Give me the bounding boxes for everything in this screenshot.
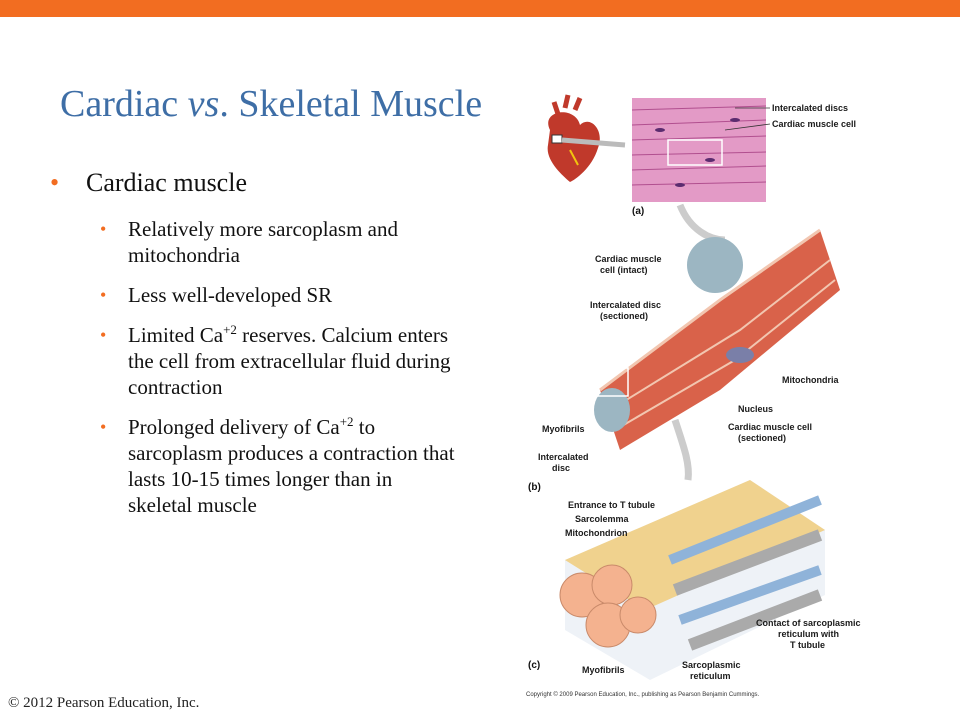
label-cardiac-muscle-cell: Cardiac muscle cell (772, 119, 856, 129)
micrograph-panel-a (631, 98, 771, 202)
label-entrance-t-tubule: Entrance to T tubule (568, 500, 655, 510)
label-cardiac-sect-2: (sectioned) (738, 433, 786, 443)
label-nucleus: Nucleus (738, 404, 773, 414)
bullet-list: •Cardiac muscle •Relatively more sarcopl… (50, 168, 460, 532)
label-contact-sr-1: Contact of sarcoplasmic (756, 618, 861, 628)
top-accent-bar (0, 0, 960, 17)
label-sarcoplasmic-2: reticulum (690, 671, 731, 681)
sub-bullet-sarcoplasm: •Relatively more sarcoplasm and mitochon… (100, 217, 398, 267)
label-myofibrils-b: Myofibrils (542, 424, 585, 434)
label-intercalated-disc-sect-1: Intercalated disc (590, 300, 661, 310)
figure-copyright: Copyright © 2009 Pearson Education, Inc.… (526, 691, 760, 698)
label-myofibrils-c: Myofibrils (582, 665, 625, 675)
sub-bullet-calcium-reserves: •Limited Ca+2 reserves. Calcium enters t… (100, 322, 451, 399)
bullet-dot: • (100, 219, 107, 239)
label-contact-sr-3: T tubule (790, 640, 825, 650)
label-intercalated-disc-sect-2: (sectioned) (600, 311, 648, 321)
panel-a-label: (a) (632, 206, 644, 217)
cross-section-panel-c (559, 480, 825, 680)
label-cardiac-intact-2: cell (intact) (600, 265, 648, 275)
sub-bullet-prolonged-delivery: •Prolonged delivery of Ca+2 to sarcoplas… (100, 414, 455, 517)
label-cardiac-intact-1: Cardiac muscle (595, 254, 662, 264)
label-mitochondrion: Mitochondrion (565, 528, 628, 538)
muscle-figure: (a) Intercalated discs Cardiac muscle ce… (520, 90, 950, 705)
bullet-dot: • (100, 417, 107, 437)
slide-title: Cardiac vs. Skeletal Muscle (60, 83, 483, 125)
panel-c-label: (c) (528, 660, 540, 671)
bullet-dot: • (50, 168, 60, 197)
sub-bullet-sr: •Less well-developed SR (100, 283, 333, 307)
label-intercalated-b-2: disc (552, 463, 570, 473)
panel-b-label: (b) (528, 482, 541, 493)
label-cardiac-sect-1: Cardiac muscle cell (728, 422, 812, 432)
bullet-cardiac-muscle: •Cardiac muscle (50, 168, 247, 197)
footer-copyright: © 2012 Pearson Education, Inc. (8, 695, 200, 711)
label-contact-sr-2: reticulum with (778, 629, 839, 639)
muscle-bundle-panel-b (594, 228, 840, 450)
label-intercalated-discs: Intercalated discs (772, 103, 848, 113)
label-sarcolemma: Sarcolemma (575, 514, 630, 524)
title-emphasis: vs (187, 83, 220, 125)
label-intercalated-b-1: Intercalated (538, 452, 589, 462)
label-mitochondria: Mitochondria (782, 375, 839, 385)
bullet-dot: • (100, 285, 107, 305)
bullet-dot: • (100, 325, 107, 345)
label-sarcoplasmic-1: Sarcoplasmic (682, 660, 741, 670)
heart-illustration (547, 94, 600, 182)
